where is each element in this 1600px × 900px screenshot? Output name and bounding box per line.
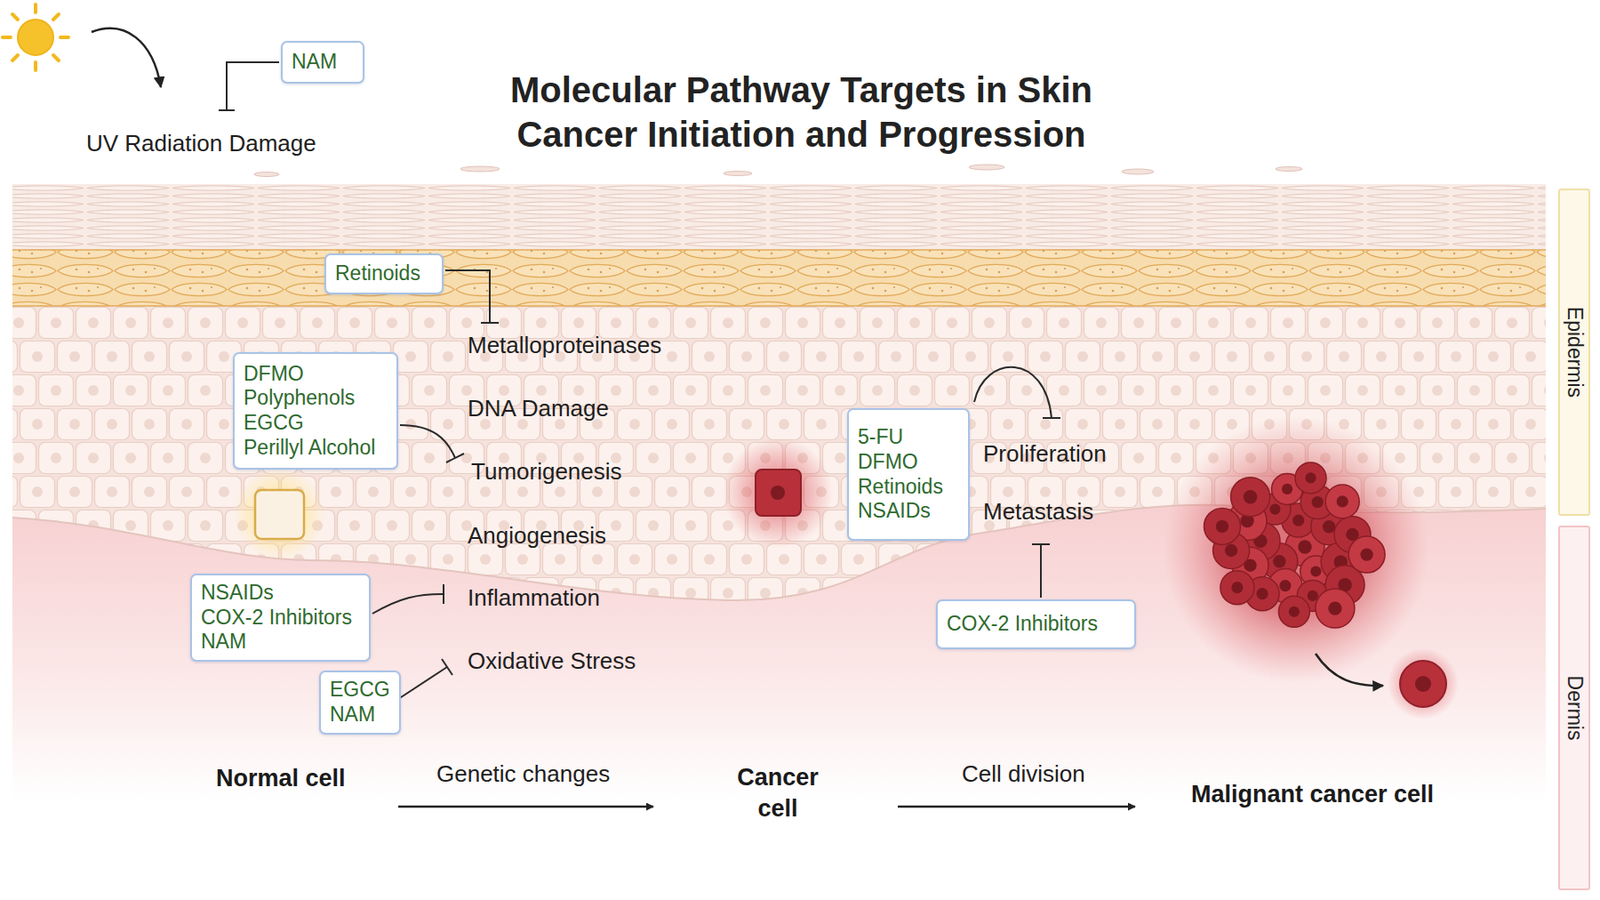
cell-nucleus — [1272, 554, 1286, 568]
drug-name: NAM — [200, 629, 360, 655]
pathway-label: Proliferation — [983, 440, 1107, 468]
drug-box: 5-FUDFMORetinoidsNSAIDs — [847, 408, 970, 541]
tumor-cell — [1204, 507, 1241, 544]
tumor-cell — [1315, 588, 1355, 628]
tumor-cell — [1220, 570, 1255, 605]
cell-nucleus — [1256, 587, 1269, 600]
normal-cell — [255, 489, 304, 539]
drug-name: NSAIDs — [857, 498, 960, 524]
drug-box: NAM — [280, 40, 365, 84]
tumor-mass — [1204, 462, 1386, 628]
layer-band: Dermis — [1558, 525, 1591, 890]
stage-label: Malignant cancer cell — [1191, 780, 1434, 808]
tumor-cell — [1325, 484, 1360, 519]
progression-arrow — [897, 805, 1136, 808]
progression-arrow — [398, 805, 654, 808]
drug-name: Polyphenols — [243, 385, 388, 411]
cell-nucleus — [1304, 472, 1316, 483]
drug-name: NSAIDs — [200, 580, 360, 606]
drug-name: EGCG — [243, 410, 388, 436]
transition-label: Genetic changes — [436, 760, 610, 788]
cell-glow — [1387, 648, 1459, 720]
cell-nucleus — [1292, 514, 1304, 527]
pathway-label: DNA Damage — [467, 394, 609, 423]
drug-name: EGCG — [329, 677, 391, 703]
pathway-label: Oxidative Stress — [467, 647, 636, 675]
sun-icon — [2, 4, 69, 71]
tumor-glow — [1162, 416, 1430, 683]
cell-nucleus — [1231, 581, 1243, 593]
drug-name: NAM — [291, 49, 354, 75]
stage-label: Normal cell — [216, 764, 346, 792]
cell-nucleus — [1307, 590, 1319, 601]
drug-name: COX-2 Inhibitors — [200, 605, 360, 631]
pathway-label: Tumorigenesis — [471, 457, 623, 486]
uv-arrow — [91, 28, 161, 88]
cell-nucleus — [1322, 520, 1336, 533]
drug-box: DFMOPolyphenolsEGCGPerillyl Alcohol — [232, 352, 399, 470]
cell-nucleus — [1269, 504, 1280, 515]
drug-box: COX-2 Inhibitors — [936, 599, 1136, 649]
drug-name: 5-FU — [857, 424, 960, 450]
cell-nucleus — [1279, 579, 1291, 592]
cell-nucleus — [1216, 520, 1229, 533]
cell-nucleus — [1328, 600, 1342, 615]
tumor-cell — [1278, 595, 1310, 627]
cell-nucleus — [1281, 483, 1293, 495]
cell-nucleus — [1224, 544, 1238, 557]
drug-name: Retinoids — [857, 474, 960, 500]
epidermis-layer — [12, 184, 1546, 608]
drug-name: COX-2 Inhibitors — [946, 611, 1126, 637]
drug-name: Retinoids — [335, 261, 433, 287]
pathway-label: Metastasis — [983, 497, 1094, 526]
cell-nucleus — [1243, 489, 1257, 504]
tumor-cell — [1348, 536, 1385, 573]
layer-name: Epidermis — [1562, 306, 1587, 398]
drug-box: EGCGNAM — [319, 670, 401, 735]
pathway-label: Metalloproteinases — [467, 331, 662, 360]
diagram-title: Molecular Pathway Targets in Skin Cancer… — [493, 67, 1110, 157]
drug-name: DFMO — [857, 449, 960, 475]
cell-nucleus — [1310, 565, 1321, 576]
layer-band: Epidermis — [1558, 188, 1591, 516]
pathway-label: Angiogenesis — [467, 521, 607, 550]
cell-nucleus — [1336, 495, 1349, 507]
drug-name: NAM — [329, 702, 391, 728]
drug-name: DFMO — [243, 361, 388, 387]
drug-box: Retinoids — [324, 253, 444, 295]
layer-name: Dermis — [1562, 675, 1587, 741]
cell-glow — [722, 437, 833, 548]
stimulus-label: UV Radiation Damage — [86, 129, 317, 158]
transition-label: Cell division — [961, 760, 1086, 788]
cell-nucleus — [1297, 539, 1312, 553]
metastasis-arrow — [1315, 653, 1384, 686]
pathway-label: Inflammation — [467, 584, 600, 612]
cell-glow — [232, 467, 326, 560]
cell-nucleus — [1415, 675, 1432, 692]
cancer-cell — [755, 469, 801, 516]
stage-label: Cancer cell — [724, 761, 832, 824]
cell-nucleus — [770, 485, 785, 500]
escaping-cell — [1400, 660, 1447, 707]
skin-flakes — [254, 164, 1303, 177]
tumor-cell — [1295, 462, 1327, 494]
cell-nucleus — [1312, 496, 1324, 508]
cell-nucleus — [1360, 547, 1373, 560]
cell-nucleus — [1288, 606, 1300, 617]
drug-name: Perillyl Alcohol — [243, 435, 388, 461]
tumor-cell — [1231, 477, 1271, 517]
drug-box: NSAIDsCOX-2 InhibitorsNAM — [190, 573, 371, 662]
